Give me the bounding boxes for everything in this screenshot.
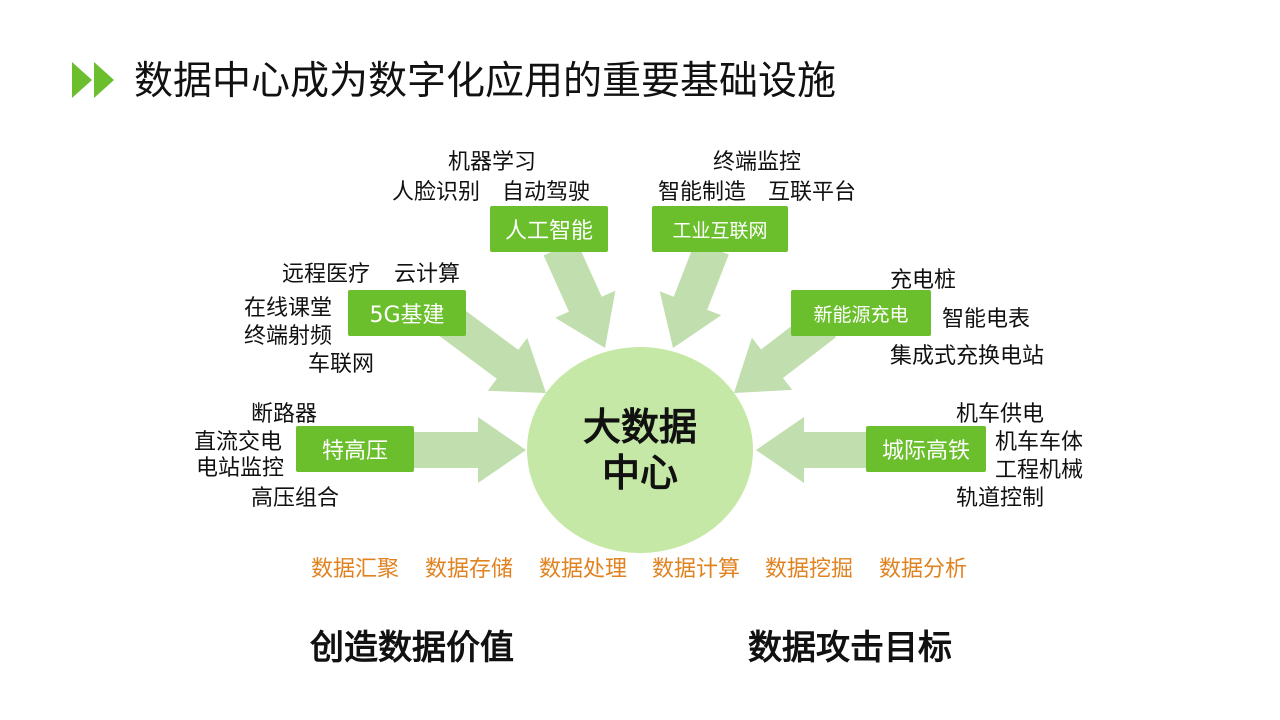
rail-item-locomotive-power: 机车供电 (956, 402, 1045, 427)
function-computing: 数据计算 (652, 557, 741, 582)
ai-item-face-recognition: 人脸识别 (392, 180, 481, 205)
g5-item-telemedicine: 远程医疗 (282, 262, 371, 287)
arrow-from-ai (543, 240, 616, 348)
node-new-energy-charging: 新能源充电 (791, 290, 931, 336)
iiot-item-smart-manufacturing: 智能制造 (658, 180, 747, 205)
arrow-from-rail (756, 417, 866, 483)
nev-item-charging-pile: 充电桩 (890, 268, 957, 293)
iiot-item-interconnect-platform: 互联平台 (768, 180, 857, 205)
function-analysis: 数据分析 (879, 557, 968, 582)
page-title: 数据中心成为数字化应用的重要基础设施 (134, 59, 837, 104)
rail-item-engineering-machinery: 工程机械 (995, 458, 1084, 483)
function-mining: 数据挖掘 (765, 557, 854, 582)
nev-item-smart-meter: 智能电表 (942, 307, 1031, 332)
node-ai: 人工智能 (490, 206, 608, 252)
node-5g: 5G基建 (348, 290, 466, 336)
arrow-from-uhv (414, 417, 526, 483)
function-storage: 数据存储 (425, 557, 514, 582)
bottom-create-value: 创造数据价值 (310, 628, 514, 668)
uhv-item-hv-assembly: 高压组合 (251, 486, 340, 511)
bottom-attack-target: 数据攻击目标 (748, 628, 952, 668)
uhv-item-station-monitoring: 电站监控 (196, 456, 285, 481)
ai-item-machine-learning: 机器学习 (448, 150, 537, 175)
big-data-center-hub: 大数据 中心 (527, 347, 753, 553)
rail-item-track-control: 轨道控制 (956, 486, 1045, 511)
node-uhv: 特高压 (296, 426, 414, 472)
function-processing: 数据处理 (539, 557, 628, 582)
uhv-item-dc-ac: 直流交电 (194, 430, 283, 455)
hub-line-1: 大数据 (582, 405, 697, 449)
g5-item-cloud-computing: 云计算 (394, 262, 461, 287)
hub-line-2: 中心 (601, 451, 678, 495)
g5-item-iov: 车联网 (308, 352, 375, 377)
rail-item-locomotive-body: 机车车体 (995, 430, 1084, 455)
uhv-item-breaker: 断路器 (251, 402, 318, 427)
iiot-item-terminal-monitoring: 终端监控 (713, 150, 802, 175)
ai-item-autonomous-driving: 自动驾驶 (502, 180, 591, 205)
double-play-icon (72, 62, 114, 98)
nev-item-charging-station: 集成式充换电站 (890, 344, 1045, 369)
g5-item-online-classroom: 在线课堂 (244, 296, 333, 321)
node-industrial-internet: 工业互联网 (652, 206, 788, 252)
g5-item-terminal-rf: 终端射频 (244, 324, 333, 349)
function-aggregation: 数据汇聚 (311, 557, 400, 582)
arrow-from-iiot (659, 241, 729, 348)
node-intercity-rail: 城际高铁 (866, 426, 986, 472)
